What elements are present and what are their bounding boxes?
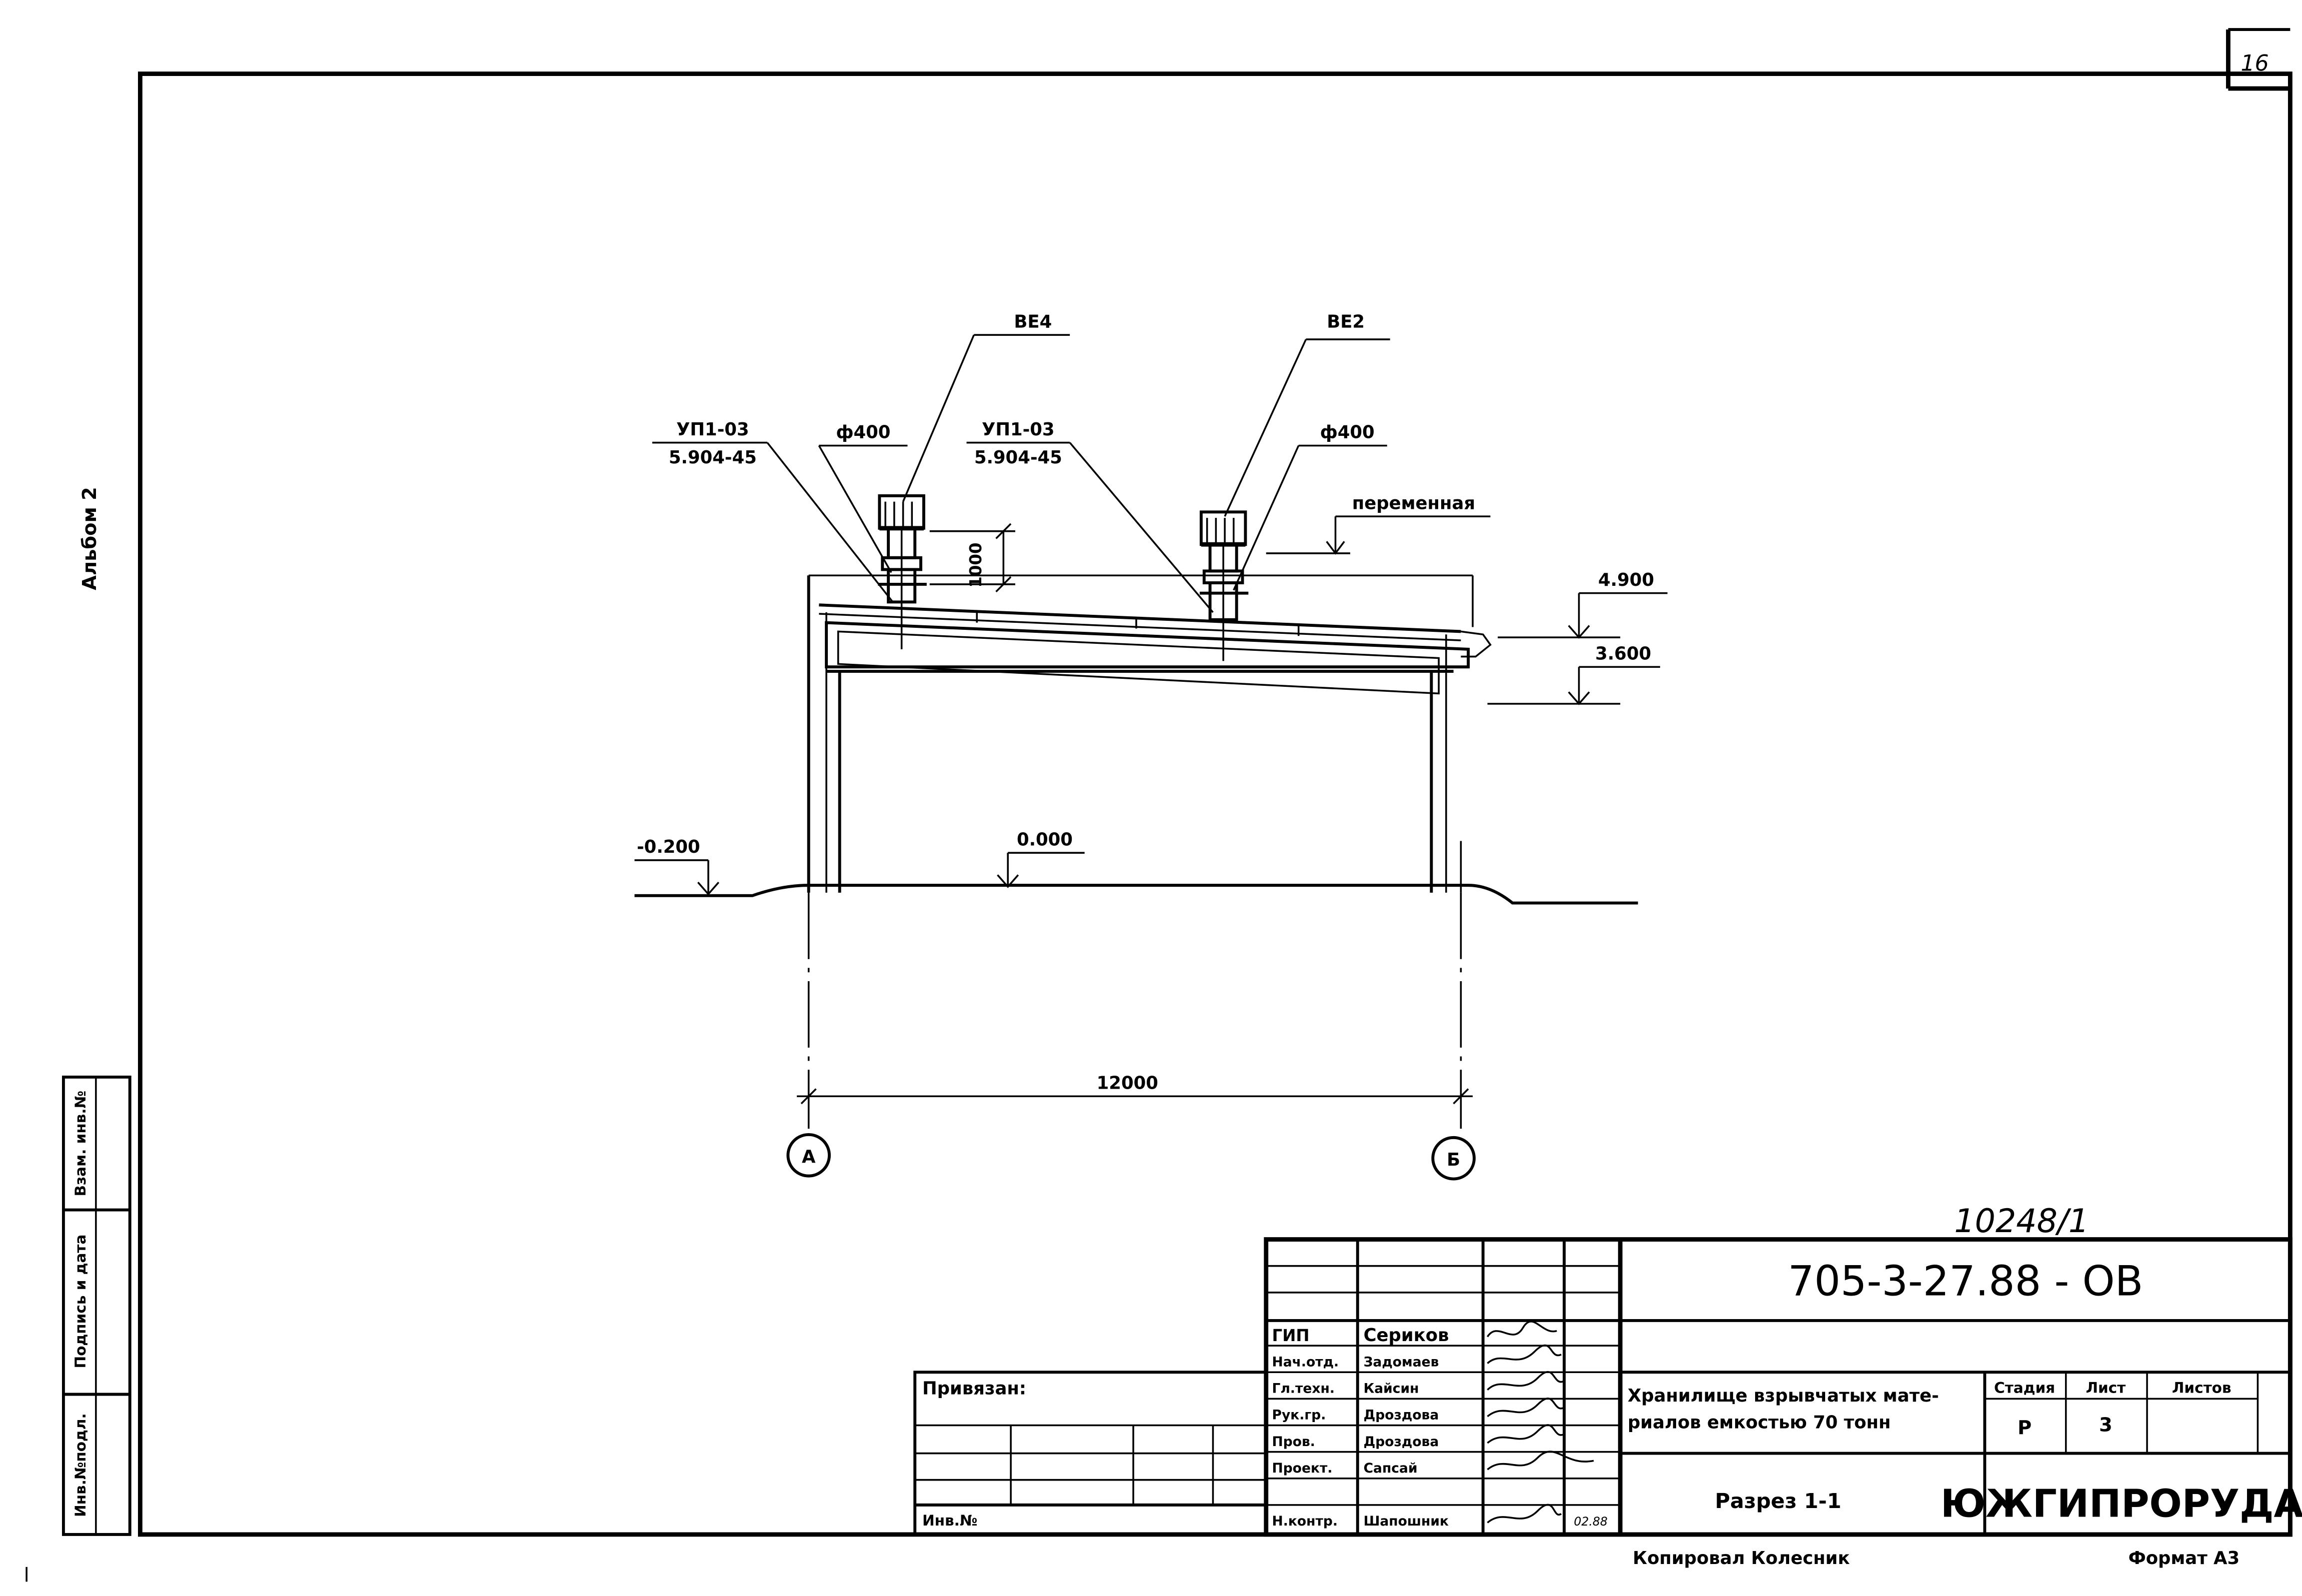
label-dia-left: ф400 [836, 422, 890, 443]
label-up-left-ref: 5.904-45 [669, 447, 757, 468]
side-stamp-podpis: Подпись и дата [72, 1235, 89, 1369]
name-7: Шапошник [1364, 1514, 1449, 1529]
sheet-title: Разрез 1-1 [1715, 1489, 1842, 1513]
side-stamp-inv-podl: Инв.№подл. [72, 1413, 89, 1517]
label-ve4: ВЕ4 [1014, 311, 1052, 332]
sign-date: 02.88 [1574, 1515, 1608, 1529]
label-up-left: УП1-03 [676, 419, 749, 440]
role-2: Гл.техн. [1272, 1381, 1335, 1397]
axis-b-label: Б [1447, 1150, 1460, 1170]
drawing-code: 705-3-27.88 - ОВ [1788, 1258, 2144, 1306]
name-2: Кайсин [1364, 1381, 1419, 1397]
side-stamp: Инв.№подл. Подпись и дата Взам. инв.№ [61, 1075, 131, 1536]
dim-1000: 1000 [966, 542, 985, 587]
axis-a-label: А [802, 1147, 816, 1167]
role-4: Пров. [1272, 1434, 1315, 1450]
label-ve2: ВЕ2 [1327, 311, 1365, 332]
fan-ve2 [1199, 510, 1249, 661]
role-1: Нач.отд. [1272, 1354, 1339, 1370]
label-variable: переменная [1352, 493, 1475, 513]
sheet-number: 16 [2241, 51, 2269, 76]
description-line1: Хранилище взрывчатых мате- [1628, 1386, 1939, 1406]
role-5: Проект. [1272, 1461, 1333, 1476]
label-dia-right: ф400 [1320, 422, 1375, 443]
inventory-number: 10248/1 [1954, 1203, 2089, 1240]
signatures [1487, 1321, 1594, 1524]
sheet-value: 3 [2099, 1414, 2113, 1436]
label-up-right: УП1-03 [982, 419, 1055, 440]
role-0: ГИП [1272, 1326, 1310, 1345]
footer-copied: Копировал Колесник [1633, 1548, 1850, 1569]
sheets-header: Листов [2172, 1380, 2232, 1397]
sheet-header: Лист [2086, 1380, 2126, 1397]
level-0000: 0.000 [1017, 829, 1073, 850]
role-3: Рук.гр. [1272, 1408, 1326, 1423]
description-line2: риалов емкостью 70 тонн [1628, 1412, 1891, 1433]
building-section: 1000 ВЕ4 ВЕ2 УП1-03 5.904-45 УП1-03 5.90… [634, 311, 1668, 1181]
name-1: Задомаев [1364, 1354, 1439, 1370]
stage-header: Стадия [1994, 1380, 2055, 1397]
title-block: 10248/1 Привязан: Инв.№ [913, 1203, 2302, 1537]
axis-a-bubble [786, 1133, 831, 1178]
name-0: Сериков [1364, 1325, 1449, 1346]
level-4900: 4.900 [1598, 570, 1654, 590]
album-label: Альбом 2 [78, 487, 101, 590]
label-up-right-ref: 5.904-45 [974, 447, 1062, 468]
outer-frame [138, 71, 2293, 1537]
fan-ve4 [878, 494, 927, 649]
axis-b-bubble [1431, 1136, 1476, 1181]
name-3: Дроздова [1364, 1408, 1439, 1423]
stage-value: Р [2018, 1417, 2032, 1439]
level-minus-0200: -0.200 [637, 837, 700, 857]
inv-no-label: Инв.№ [922, 1512, 977, 1529]
footer-format: Формат А3 [2129, 1548, 2240, 1569]
privyazan-label: Привязан: [922, 1379, 1026, 1399]
level-3600: 3.600 [1595, 643, 1651, 664]
name-4: Дроздова [1364, 1434, 1439, 1450]
dim-12000: 12000 [1097, 1073, 1158, 1093]
organization-logo: ЮЖГИПРОРУДА [1941, 1482, 2302, 1527]
name-5: Сапсай [1364, 1461, 1418, 1476]
ground-line [634, 884, 1638, 905]
side-stamp-vzam: Взам. инв.№ [72, 1091, 89, 1197]
role-7: Н.контр. [1272, 1514, 1338, 1529]
